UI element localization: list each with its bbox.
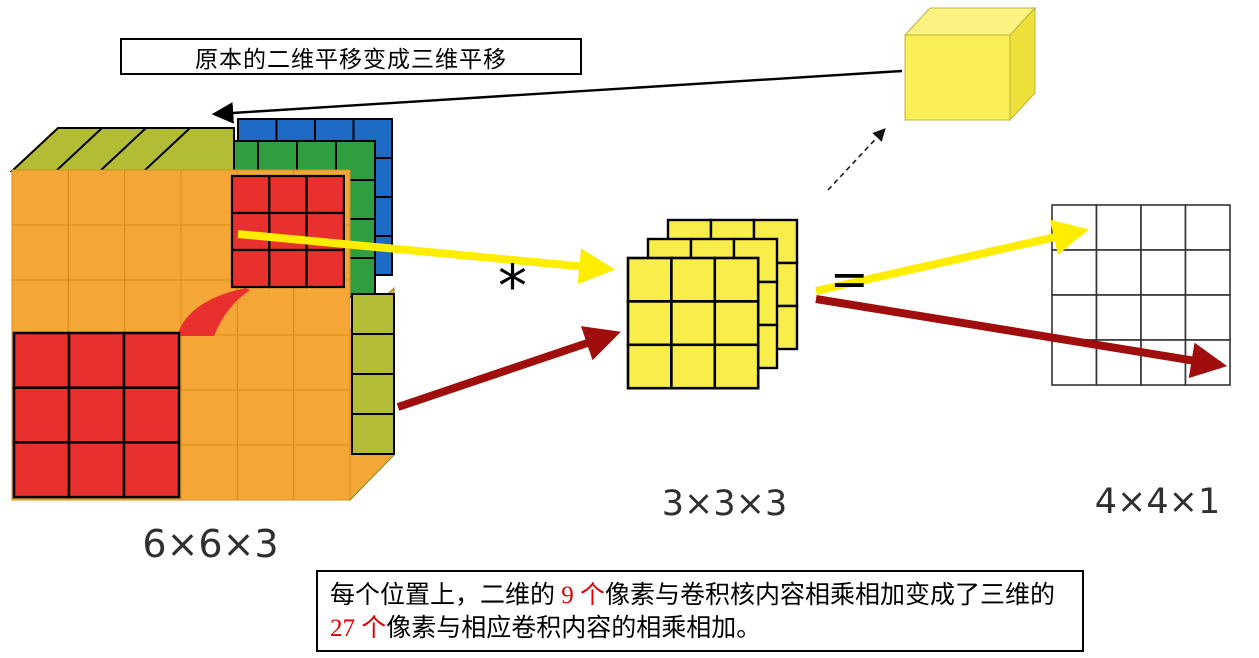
bottom-note-part3: 像素与相应卷积内容的相乘相加。 <box>386 615 762 642</box>
input-layer-olive-top <box>9 127 235 172</box>
input-to-kernel-red-arrow <box>396 326 621 411</box>
input-to-kernel-yellow-arrow <box>237 230 616 285</box>
bottom-note-part2: 像素与卷积核内容相乘相加变成了三维的 <box>605 582 1056 609</box>
receptive-field-bottom <box>12 331 181 499</box>
kernel-to-output-yellow-arrow <box>815 219 1090 295</box>
kernel-to-output-red-arrow <box>815 295 1228 379</box>
input-front-grid-lines <box>11 169 351 501</box>
input-dims-label: 6×6×3 <box>142 522 279 566</box>
kernel-dims-label: 3×3×3 <box>661 484 788 524</box>
kernel-stack <box>626 218 799 390</box>
translation-cube <box>903 6 1037 122</box>
kernel-layer-front <box>626 256 760 390</box>
input-volume <box>9 118 395 502</box>
convolution-operator: * <box>498 252 527 320</box>
translation-arrow <box>211 69 903 124</box>
bottom-note-part1: 每个位置上，二维的 <box>330 582 562 609</box>
bottom-note-box: 每个位置上，二维的 9 个像素与卷积核内容相乘相加变成了三维的 27 个像素与相… <box>316 570 1084 652</box>
receptive-field-top <box>230 174 346 289</box>
top-note-text: 原本的二维平移变成三维平移 <box>195 46 507 72</box>
equals-operator: = <box>830 252 869 306</box>
dashed-up-arrow <box>827 128 886 191</box>
top-note-box: 原本的二维平移变成三维平移 <box>120 38 582 75</box>
bottom-note-highlight-9: 9 个 <box>561 582 606 609</box>
bottom-note-highlight-27: 27 个 <box>330 615 387 642</box>
input-layer-olive-side <box>351 293 395 455</box>
output-dims-label: 4×4×1 <box>1094 482 1221 522</box>
red-region-connector <box>178 288 250 336</box>
